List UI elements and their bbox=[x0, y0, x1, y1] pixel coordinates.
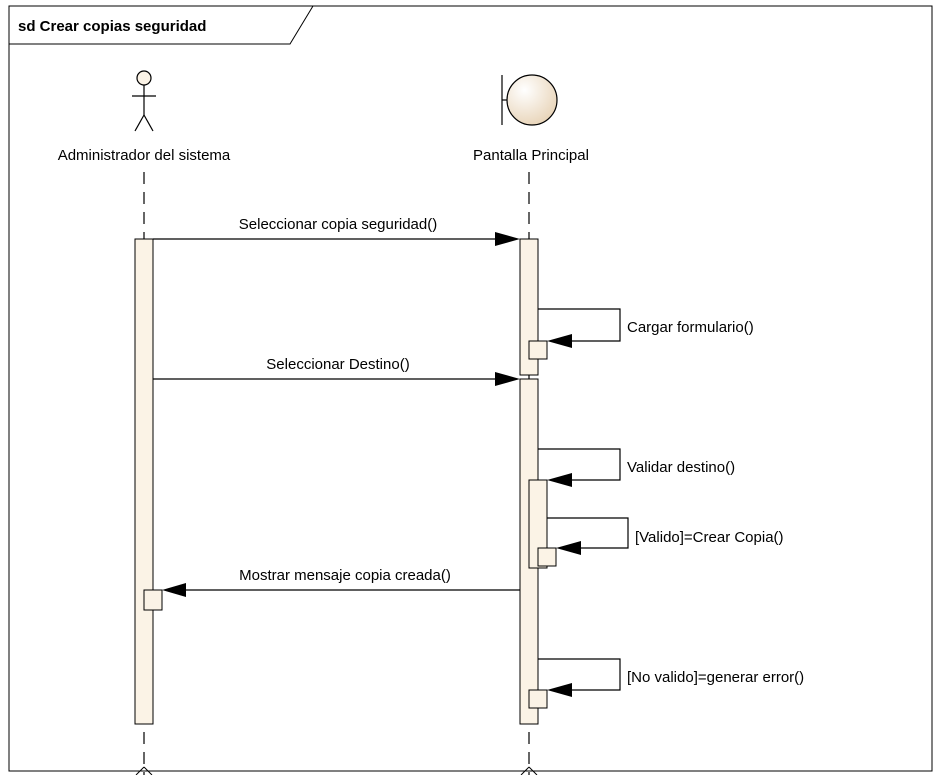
message-seleccionar-destino[interactable]: Seleccionar Destino() bbox=[153, 356, 520, 386]
boundary-lifeline-end-mark bbox=[528, 766, 538, 776]
boundary-name: Pantalla Principal bbox=[473, 147, 589, 164]
actor-lifeline-end-mark bbox=[143, 766, 153, 776]
message-label: Seleccionar copia seguridad() bbox=[239, 216, 437, 233]
actor-name: Administrador del sistema bbox=[58, 147, 231, 164]
message-validar-destino[interactable]: Validar destino() bbox=[538, 448, 735, 487]
frame: sd Crear copias seguridad bbox=[8, 5, 933, 772]
arrowhead-icon bbox=[495, 372, 520, 386]
activations bbox=[134, 238, 557, 725]
activation-box-mostrar bbox=[143, 589, 163, 611]
message-crear-copia[interactable]: [Valido]=Crear Copia() bbox=[547, 517, 784, 555]
message-label: Seleccionar Destino() bbox=[266, 356, 409, 373]
frame-border bbox=[8, 5, 933, 772]
arrowhead-icon bbox=[547, 334, 572, 348]
arrowhead-icon bbox=[162, 583, 186, 597]
message-label: Cargar formulario() bbox=[627, 319, 754, 336]
arrowhead-icon bbox=[547, 473, 572, 487]
activation-box-error bbox=[528, 689, 548, 709]
message-label: [No valido]=generar error() bbox=[627, 669, 804, 686]
message-label: [Valido]=Crear Copia() bbox=[635, 529, 784, 546]
arrowhead-icon bbox=[547, 683, 572, 697]
message-label: Validar destino() bbox=[627, 459, 735, 476]
activation-bar-administrador bbox=[134, 238, 154, 725]
boundary-lifeline-end-mark bbox=[520, 766, 530, 776]
actor-icon bbox=[132, 70, 156, 132]
frame-title: sd Crear copias seguridad bbox=[18, 18, 206, 35]
boundary-icon bbox=[501, 74, 558, 126]
actor-lifeline-end-mark bbox=[135, 766, 145, 776]
activation-box-cargar bbox=[528, 340, 548, 360]
message-mostrar-mensaje[interactable]: Mostrar mensaje copia creada() bbox=[162, 567, 520, 597]
message-cargar-formulario[interactable]: Cargar formulario() bbox=[538, 308, 754, 348]
message-label: Mostrar mensaje copia creada() bbox=[239, 567, 451, 584]
activation-box-crear-copia bbox=[537, 547, 557, 567]
message-generar-error[interactable]: [No valido]=generar error() bbox=[538, 658, 804, 697]
message-seleccionar-copia[interactable]: Seleccionar copia seguridad() bbox=[153, 216, 520, 246]
arrowhead-icon bbox=[495, 232, 520, 246]
activation-bar-validar bbox=[528, 479, 548, 569]
frame-title-tab bbox=[9, 5, 314, 45]
arrowhead-icon bbox=[556, 541, 581, 555]
